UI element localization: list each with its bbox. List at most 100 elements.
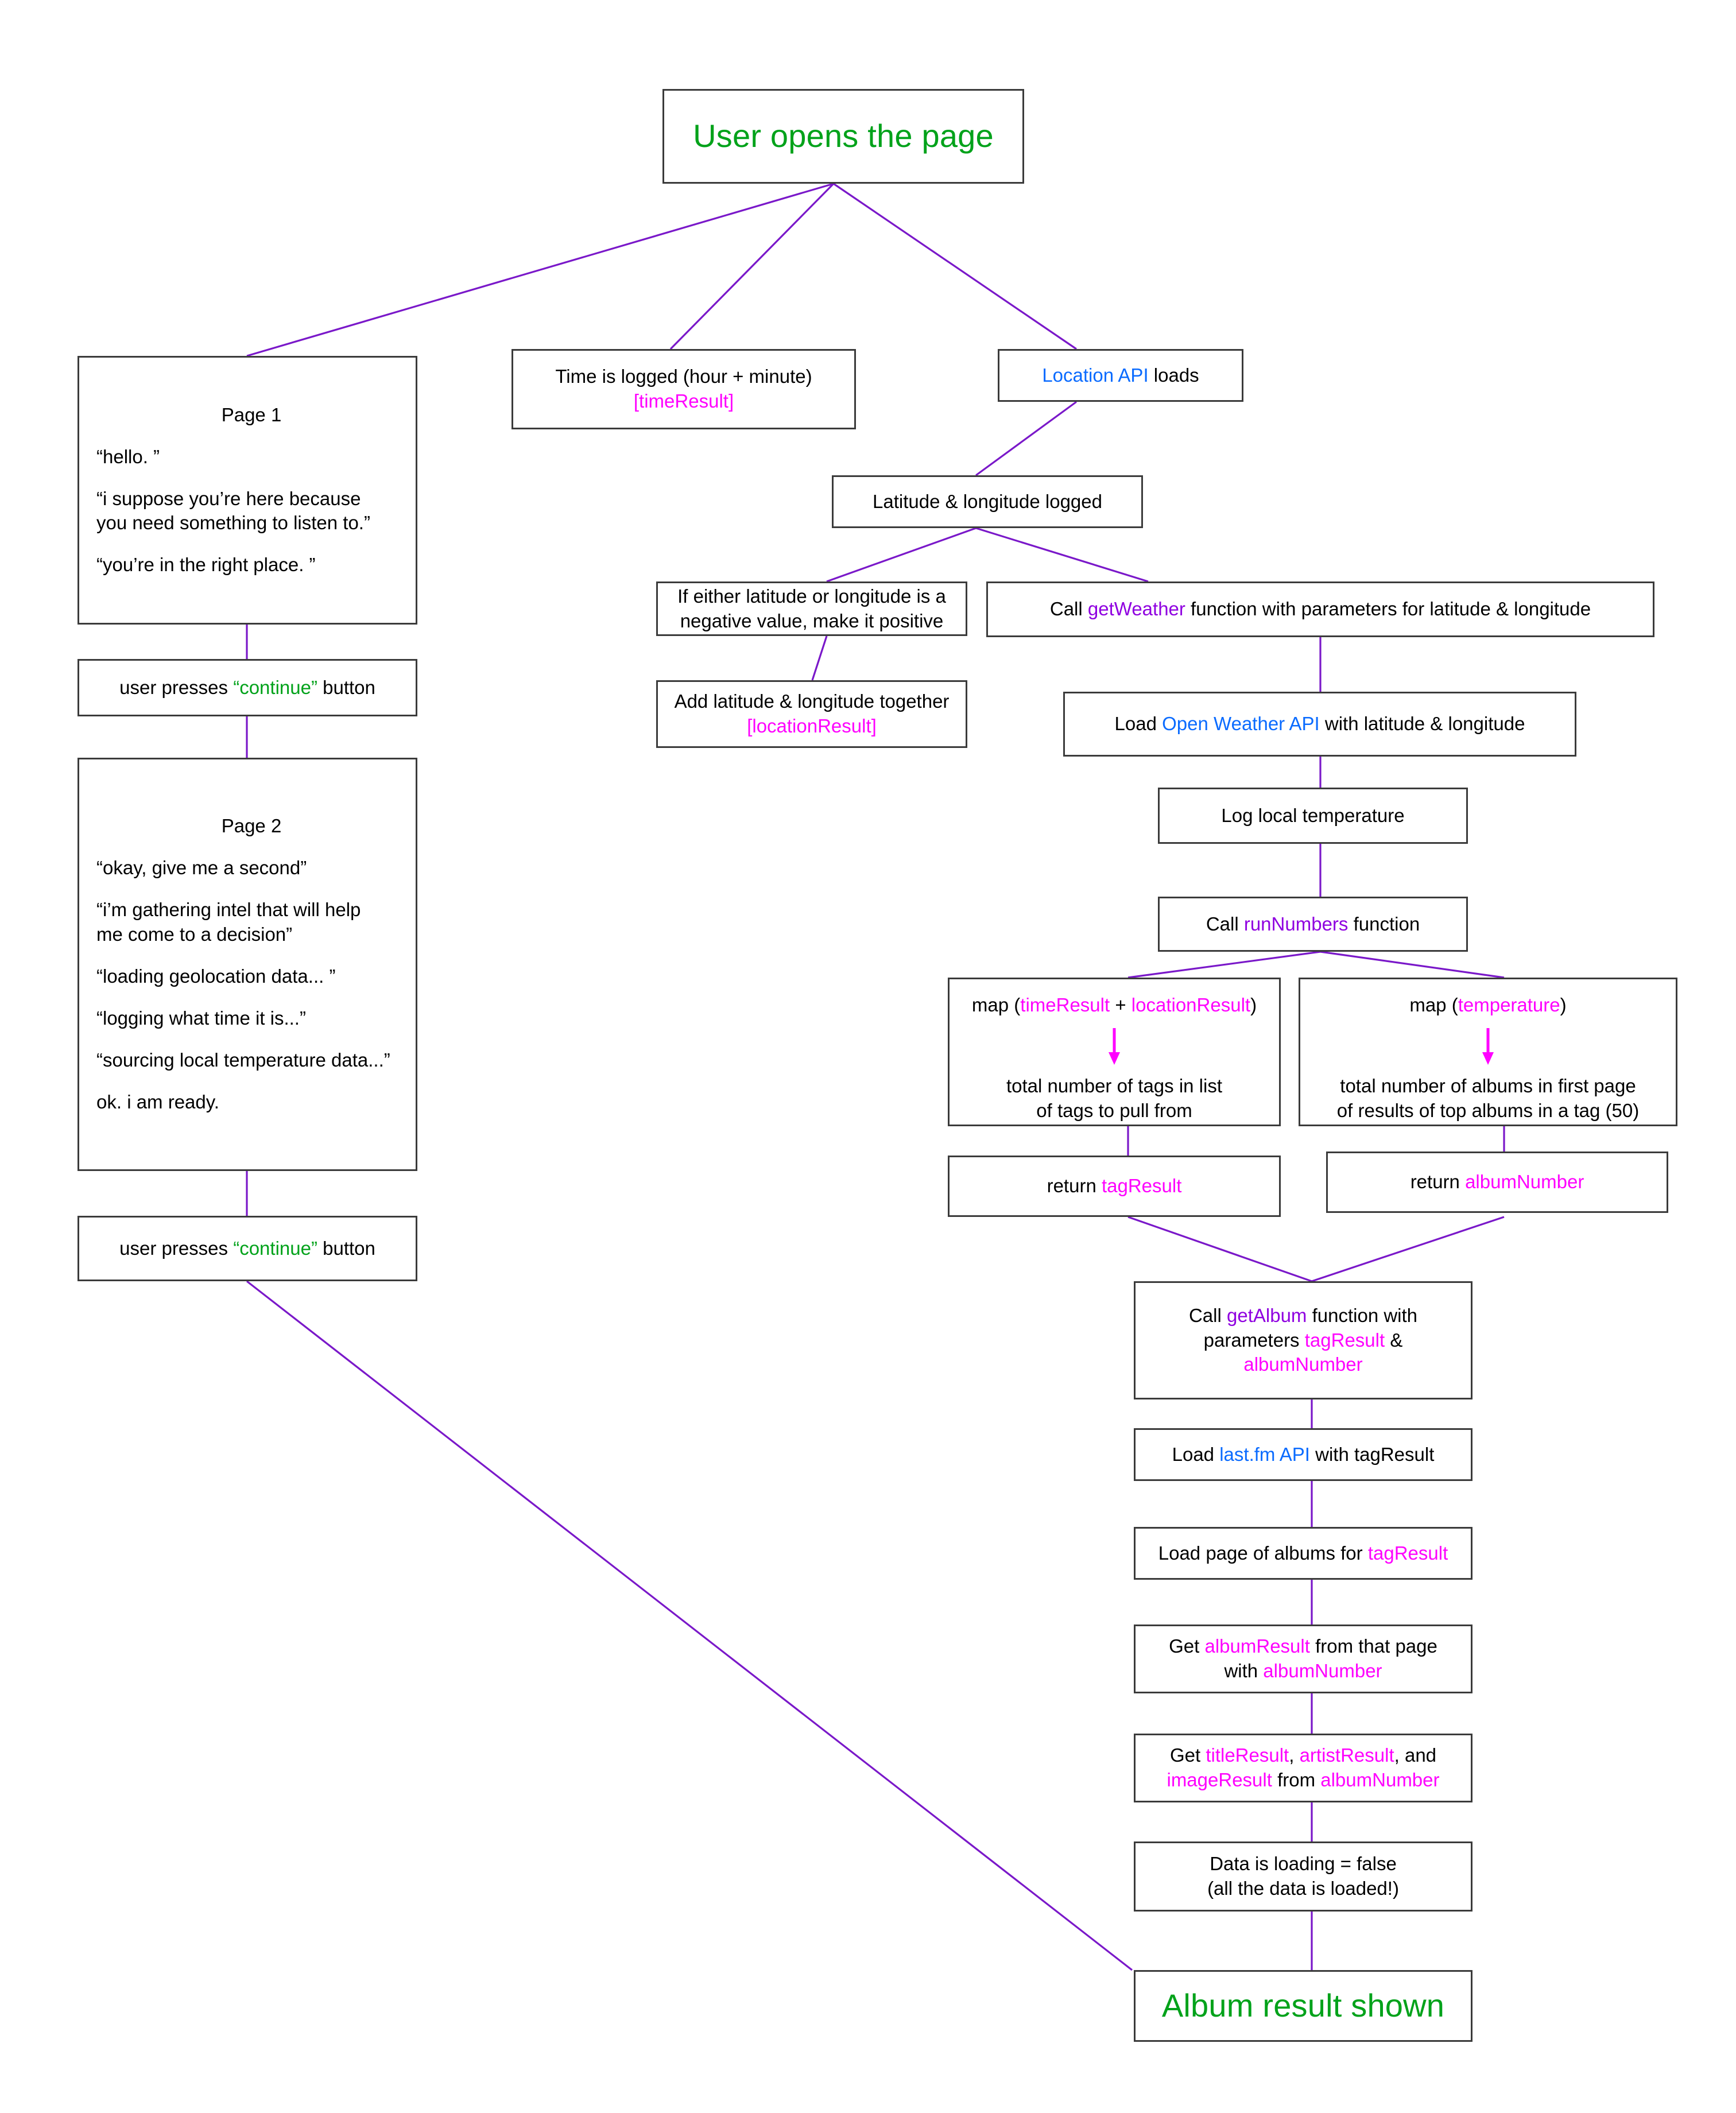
node-map-albums[interactable]: map (temperature) total number of albums… <box>1299 978 1677 1126</box>
node-page1-line-3: you need something to listen to.” <box>96 512 370 534</box>
node-page2-line-2: “i’m gathering intel that will help <box>96 899 361 921</box>
node-call-runnumbers[interactable]: Call runNumbers function <box>1158 897 1468 952</box>
location-api-post: loads <box>1148 364 1199 386</box>
node-time-logged[interactable]: Time is logged (hour + minute) [timeResu… <box>512 349 856 429</box>
continue-1-post: button <box>317 676 375 698</box>
node-getalbum-line-3: albumNumber <box>1243 1354 1363 1375</box>
node-page2-line-3: me come to a decision” <box>96 924 293 945</box>
getalbum-l2-post: & <box>1385 1329 1403 1351</box>
node-page2-line-4: “loading geolocation data... ” <box>96 966 336 987</box>
load-albums-pre: Load page of albums for <box>1158 1542 1368 1564</box>
load-albums-key: tagResult <box>1367 1542 1448 1564</box>
node-map-tags-header: map (timeResult + locationResult) <box>959 993 1270 1018</box>
node-load-lastfm-text: Load last.fm API with tagResult <box>1145 1443 1462 1467</box>
get-title-l2-key-2: albumNumber <box>1320 1769 1440 1790</box>
map-albums-pre: map ( <box>1409 994 1458 1015</box>
node-location-api[interactable]: Location API loads <box>998 349 1243 402</box>
node-add-latlon-variable: [locationResult] <box>747 715 877 736</box>
node-start-label: User opens the page <box>693 118 994 154</box>
location-api-key: Location API <box>1042 364 1149 386</box>
node-load-open-weather-api[interactable]: Load Open Weather API with latitude & lo… <box>1063 692 1576 757</box>
getweather-pre: Call <box>1049 598 1088 620</box>
node-add-latlon[interactable]: Add latitude & longitude together [locat… <box>656 680 967 748</box>
node-data-loaded[interactable]: Data is loading = false (all the data is… <box>1134 1841 1472 1912</box>
node-getalbum-line-1: Call getAlbum function with <box>1145 1304 1462 1328</box>
node-get-albumresult-line-2: with albumNumber <box>1145 1659 1462 1684</box>
return-tag-pre: return <box>1047 1175 1102 1197</box>
node-page2-title: Page 2 <box>221 815 282 837</box>
node-page1-title: Page 1 <box>221 404 282 425</box>
getalbum-l1-pre: Call <box>1188 1304 1227 1326</box>
get-title-l2-mid: from <box>1272 1769 1321 1790</box>
node-call-runnumbers-text: Call runNumbers function <box>1169 912 1457 937</box>
node-latlon-logged[interactable]: Latitude & longitude logged <box>832 475 1143 528</box>
node-continue-button-2[interactable]: user presses “continue” button <box>78 1216 417 1281</box>
node-return-tagresult-text: return tagResult <box>959 1174 1270 1199</box>
node-load-albums-page[interactable]: Load page of albums for tagResult <box>1134 1527 1472 1580</box>
node-time-logged-variable: [timeResult] <box>633 390 734 412</box>
map-tags-var-a: timeResult <box>1020 994 1110 1015</box>
runnumbers-post: function <box>1348 913 1420 935</box>
return-albumnumber-key: albumNumber <box>1465 1171 1584 1193</box>
getalbum-l1-key: getAlbum <box>1227 1304 1307 1326</box>
node-page1-line-1: “hello. ” <box>96 445 160 467</box>
get-albumresult-l1-pre: Get <box>1169 1635 1205 1657</box>
get-albumresult-l1-post: from that page <box>1309 1635 1437 1657</box>
openweather-pre: Load <box>1114 713 1162 735</box>
get-title-l1-sep: , <box>1289 1744 1300 1766</box>
runnumbers-key: runNumbers <box>1243 913 1348 935</box>
node-page2-line-7: ok. i am ready. <box>96 1091 219 1112</box>
map-tags-pre: map ( <box>971 994 1021 1015</box>
node-map-tags[interactable]: map (timeResult + locationResult) total … <box>948 978 1281 1126</box>
continue-1-pre: user presses <box>119 676 234 698</box>
node-map-albums-body-2: of results of top albums in a tag (50) <box>1336 1099 1640 1121</box>
continue-2-pre: user presses <box>119 1237 234 1259</box>
node-page1[interactable]: Page 1 “hello. ” “i suppose you’re here … <box>78 356 417 625</box>
node-get-title-artist-image[interactable]: Get titleResult, artistResult, and image… <box>1134 1734 1472 1802</box>
node-get-albumresult[interactable]: Get albumResult from that page with albu… <box>1134 1625 1472 1693</box>
get-albumresult-l1-key: albumResult <box>1204 1635 1310 1657</box>
get-title-l1-pre: Get <box>1169 1744 1206 1766</box>
node-return-tagresult[interactable]: return tagResult <box>948 1156 1281 1217</box>
node-return-albumnumber[interactable]: return albumNumber <box>1326 1152 1668 1213</box>
node-load-albums-page-text: Load page of albums for tagResult <box>1145 1541 1462 1566</box>
node-time-logged-line-1: Time is logged (hour + minute) <box>555 366 812 387</box>
return-albumnumber-pre: return <box>1410 1171 1466 1193</box>
node-end[interactable]: Album result shown <box>1134 1970 1472 2042</box>
node-negative-check[interactable]: If either latitude or longitude is a neg… <box>656 581 967 636</box>
continue-2-post: button <box>317 1237 375 1259</box>
lastfm-post: with tagResult <box>1309 1443 1435 1465</box>
node-get-title-line-2: imageResult from albumNumber <box>1145 1768 1462 1793</box>
node-data-loaded-line-1: Data is loading = false <box>1210 1853 1397 1875</box>
node-load-open-weather-text: Load Open Weather API with latitude & lo… <box>1074 712 1566 736</box>
node-page1-line-2: “i suppose you’re here because <box>96 487 361 509</box>
node-negative-check-line-2: negative value, make it positive <box>680 610 944 631</box>
node-map-albums-body-1: total number of albums in first page <box>1340 1075 1636 1096</box>
node-log-local-temperature[interactable]: Log local temperature <box>1158 788 1468 844</box>
node-log-temp-label: Log local temperature <box>1221 804 1405 826</box>
down-arrow-icon <box>1107 1028 1122 1066</box>
getweather-key: getWeather <box>1087 598 1185 620</box>
node-call-getalbum[interactable]: Call getAlbum function with parameters t… <box>1134 1281 1472 1399</box>
node-load-lastfm-api[interactable]: Load last.fm API with tagResult <box>1134 1428 1472 1481</box>
node-continue-button-1[interactable]: user presses “continue” button <box>78 659 417 716</box>
get-albumresult-l2-key: albumNumber <box>1263 1660 1382 1681</box>
node-end-label: Album result shown <box>1161 1987 1445 2024</box>
node-map-tags-body-1: total number of tags in list <box>1006 1075 1223 1096</box>
node-data-loaded-line-2: (all the data is loaded!) <box>1207 1878 1399 1899</box>
down-arrow-icon <box>1481 1028 1495 1066</box>
openweather-key: Open Weather API <box>1162 713 1320 735</box>
get-title-l1-key-1: titleResult <box>1206 1744 1289 1766</box>
node-return-albumnumber-text: return albumNumber <box>1337 1170 1657 1195</box>
node-page2-line-5: “logging what time it is...” <box>96 1007 306 1029</box>
map-tags-mid: + <box>1110 994 1132 1015</box>
map-albums-var-a: temperature <box>1458 994 1560 1015</box>
node-map-tags-body-2: of tags to pull from <box>1036 1099 1192 1121</box>
node-start[interactable]: User opens the page <box>662 89 1024 184</box>
node-page2[interactable]: Page 2 “okay, give me a second” “i’m gat… <box>78 758 417 1171</box>
getweather-post: function with parameters for latitude & … <box>1185 598 1591 620</box>
node-call-getweather[interactable]: Call getWeather function with parameters… <box>986 581 1654 637</box>
node-page2-line-6: “sourcing local temperature data...” <box>96 1049 390 1071</box>
getalbum-l1-post: function with <box>1307 1304 1418 1326</box>
node-latlon-logged-label: Latitude & longitude logged <box>873 490 1102 512</box>
